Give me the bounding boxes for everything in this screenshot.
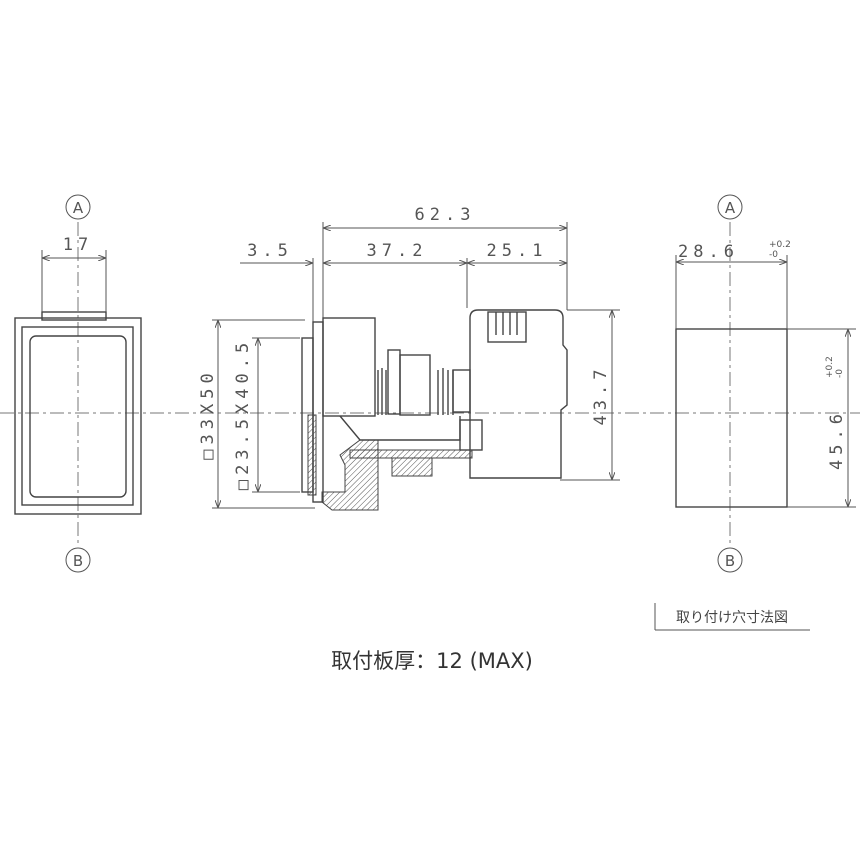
bezel-inner xyxy=(21,326,134,506)
side-view: 62.3 3.5 37.2 25.1 □33X50 □23.5X40.5 43.… xyxy=(198,205,620,511)
width-tol-minus: -0 xyxy=(769,250,778,260)
cutout-view: A B 28.6 +0.2 -0 45.6 +0.2 -0 取り付け穴寸法図 xyxy=(654,194,856,631)
datum-a-circle xyxy=(717,194,743,220)
switch-side-profile xyxy=(301,309,568,511)
body-length-dimension: 37.2 xyxy=(367,241,428,261)
datum-a-circle xyxy=(65,194,91,220)
cutout-caption: 取り付け穴寸法図 xyxy=(676,610,788,626)
bezel-outer xyxy=(14,317,142,515)
datum-a-label: A xyxy=(725,199,736,217)
width-tol-plus: +0.2 xyxy=(769,240,791,250)
datum-b-label: B xyxy=(725,552,735,570)
overall-length-dimension: 62.3 xyxy=(415,205,476,225)
panel-thickness-note: 取付板厚：12 (MAX) xyxy=(331,649,533,673)
flange-thickness-dimension: 3.5 xyxy=(247,241,293,261)
terminal-height-dimension: 43.7 xyxy=(591,365,611,426)
lens xyxy=(29,335,127,498)
width-dimension: 17 xyxy=(63,235,93,255)
terminal-length-dimension: 25.1 xyxy=(487,241,548,261)
height-tol-minus: -0 xyxy=(835,369,845,378)
cutout-height-dimension: 45.6 xyxy=(827,409,847,470)
panel-cutout xyxy=(675,328,788,508)
tab xyxy=(41,311,107,321)
datum-a-label: A xyxy=(73,199,84,217)
bezel-size-dimension: □33X50 xyxy=(198,368,218,459)
cutout-width-dimension: 28.6 xyxy=(678,242,739,262)
front-view: A B 17 xyxy=(14,194,142,573)
lens-size-dimension: □23.5X40.5 xyxy=(233,338,253,490)
height-tol-plus: +0.2 xyxy=(825,356,835,378)
datum-b-label: B xyxy=(73,552,83,570)
datum-b-circle xyxy=(717,547,743,573)
datum-b-circle xyxy=(65,547,91,573)
